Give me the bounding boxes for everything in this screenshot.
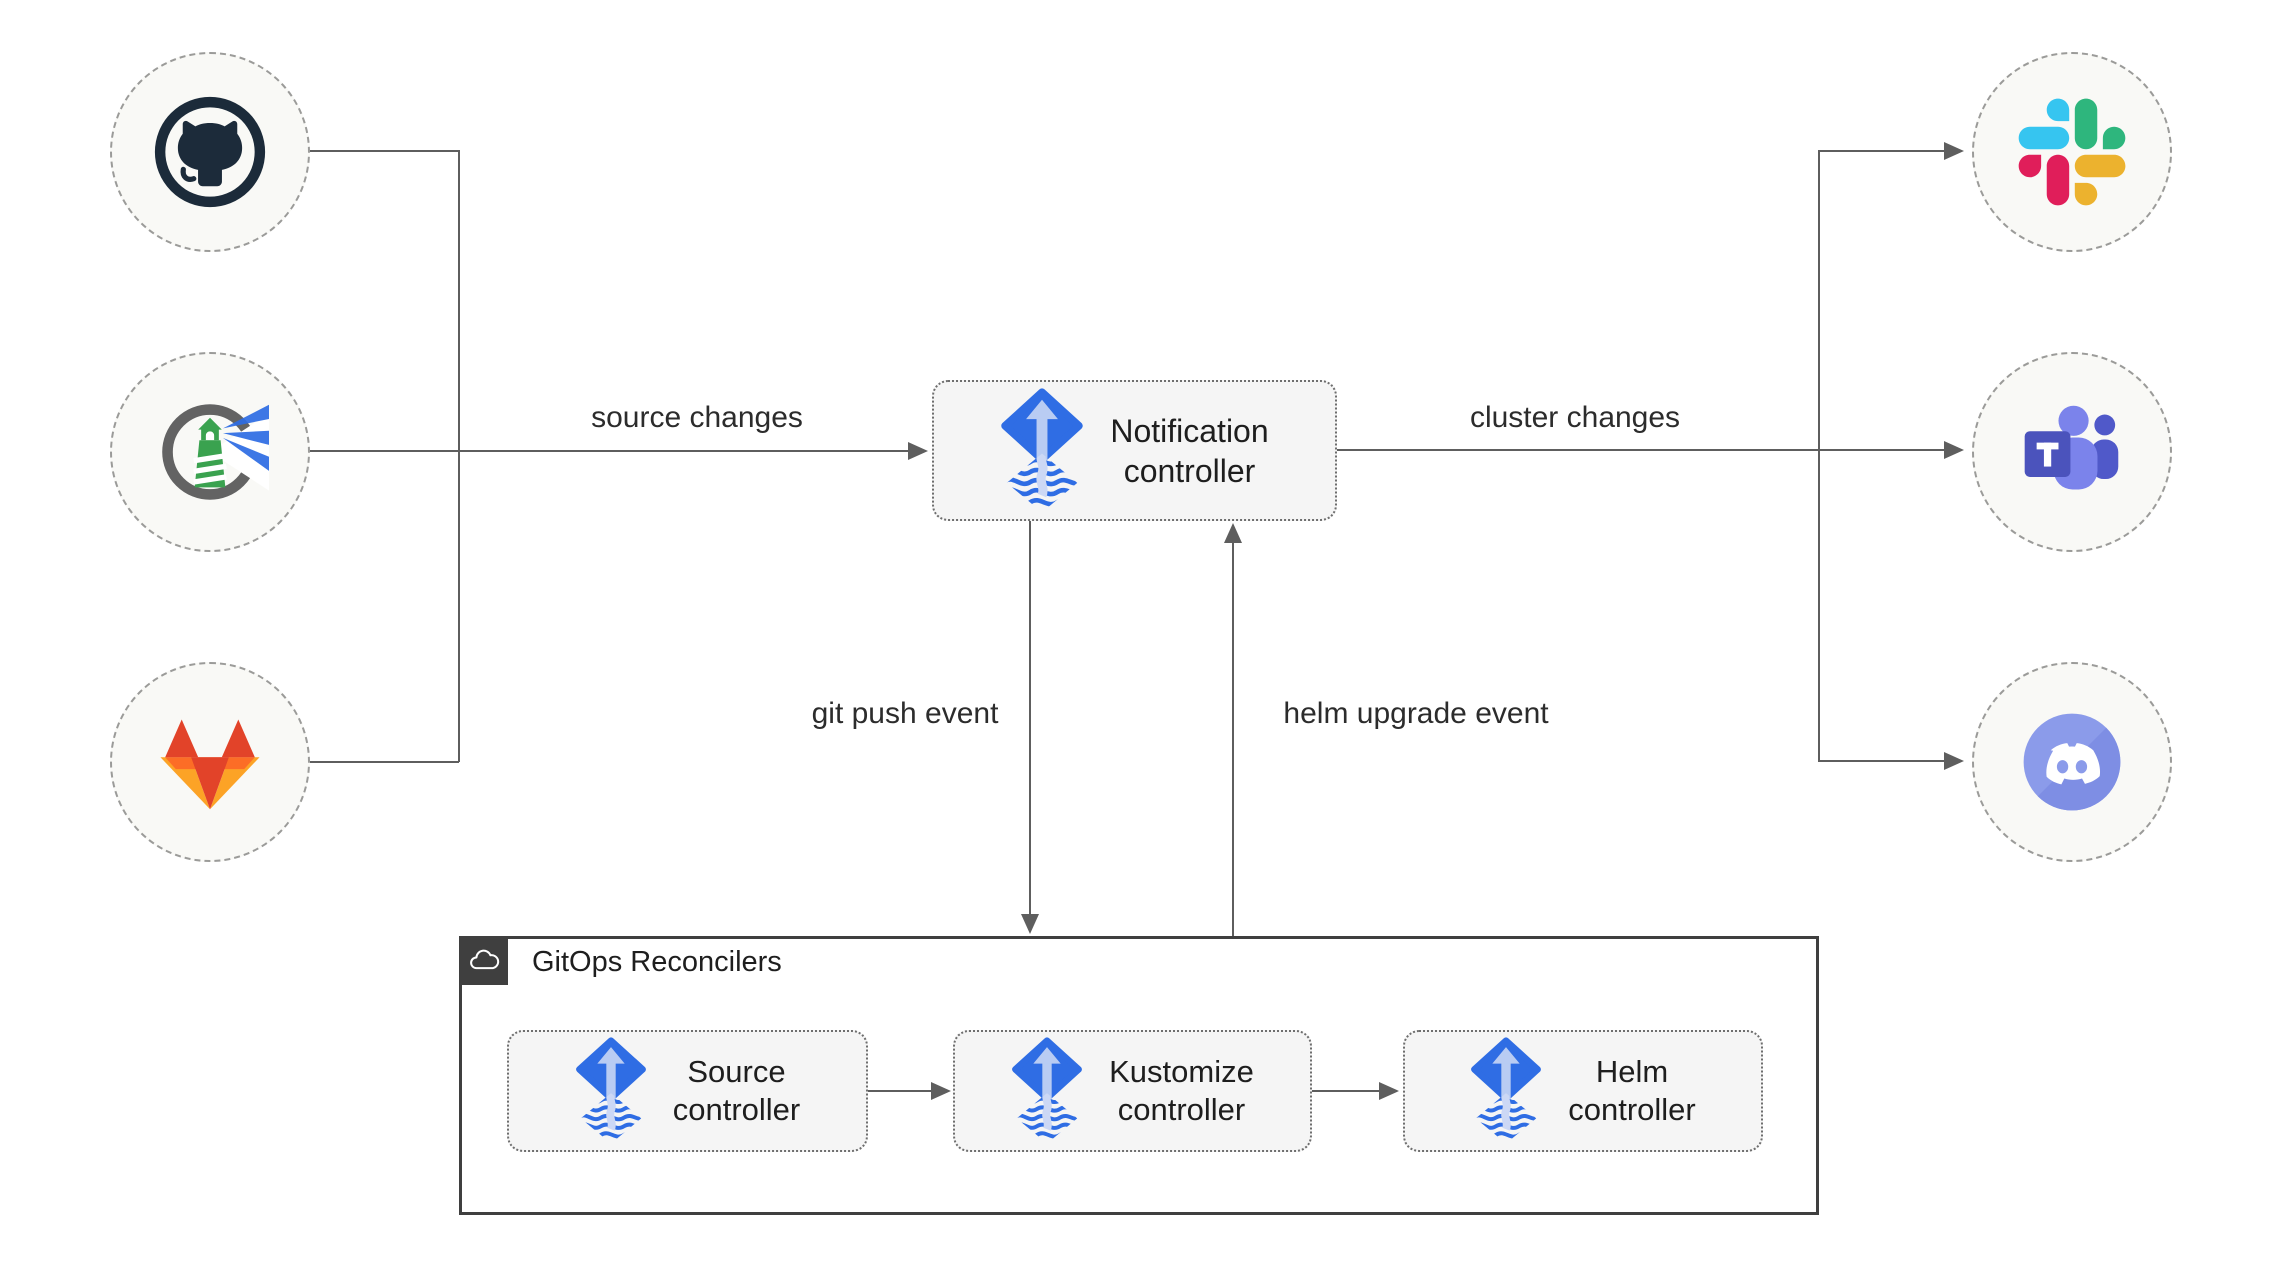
edge-label-source-changes: source changes xyxy=(585,400,809,436)
flux-icon xyxy=(1470,1037,1542,1145)
edge-helm-upgrade xyxy=(1232,543,1234,936)
label-line2: controller xyxy=(672,1092,801,1127)
label-line1: Kustomize xyxy=(1109,1054,1254,1089)
label-line2: controller xyxy=(1123,452,1256,489)
node-github xyxy=(110,52,310,252)
edge-left-bus xyxy=(458,150,460,762)
edge-cluster-changes xyxy=(1337,449,1819,451)
label-line1: Source xyxy=(687,1054,786,1089)
edge-gitlab-bus xyxy=(310,761,459,763)
arrowhead-into-teams xyxy=(1944,441,1964,459)
edge-label-git-push-event: git push event xyxy=(805,696,1005,732)
edge-to-teams xyxy=(1819,449,1946,451)
node-harbor xyxy=(110,352,310,552)
discord-icon xyxy=(2023,713,2121,811)
gitlab-icon xyxy=(160,719,260,810)
node-slack xyxy=(1972,52,2172,252)
group-badge xyxy=(459,936,508,985)
notification-controller-node: Notification controller xyxy=(932,380,1337,521)
arrowhead-into-discord xyxy=(1944,752,1964,770)
arrowhead-into-notification-bottom xyxy=(1224,523,1242,543)
helm-controller-label: Helm controller xyxy=(1568,1053,1696,1129)
harbor-icon xyxy=(162,404,269,500)
flux-icon xyxy=(1011,1037,1083,1145)
notification-controller-label: Notification controller xyxy=(1110,411,1268,491)
node-microsoft-teams xyxy=(1972,352,2172,552)
label-line2: controller xyxy=(1117,1092,1246,1127)
helm-controller-node: Helm controller xyxy=(1403,1030,1763,1152)
node-discord xyxy=(1972,662,2172,862)
edge-to-discord xyxy=(1819,760,1946,762)
edge-git-push xyxy=(1029,521,1031,916)
edge-right-bus xyxy=(1818,150,1820,762)
microsoft-teams-icon xyxy=(2024,405,2119,490)
source-controller-label: Source controller xyxy=(673,1053,801,1129)
source-controller-node: Source controller xyxy=(507,1030,868,1152)
arrowhead-into-helm xyxy=(1379,1082,1399,1100)
node-gitlab xyxy=(110,662,310,862)
github-icon xyxy=(154,96,266,208)
arrowhead-into-notification xyxy=(908,442,928,460)
edge-source-to-kustomize xyxy=(868,1090,933,1092)
slack-icon xyxy=(2018,98,2126,206)
label-line1: Helm xyxy=(1595,1054,1669,1089)
kustomize-controller-node: Kustomize controller xyxy=(953,1030,1312,1152)
label-line1: Notification xyxy=(1110,412,1269,449)
kustomize-controller-label: Kustomize controller xyxy=(1109,1053,1254,1129)
arrowhead-into-slack xyxy=(1944,142,1964,160)
edge-github-bus xyxy=(310,150,459,152)
edge-label-helm-upgrade-event: helm upgrade event xyxy=(1277,696,1555,732)
arrowhead-into-kustomize xyxy=(931,1082,951,1100)
edge-source-changes xyxy=(310,450,910,452)
edge-label-cluster-changes: cluster changes xyxy=(1463,400,1687,436)
group-label: GitOps Reconcilers xyxy=(532,946,782,978)
edge-kustomize-to-helm xyxy=(1312,1090,1381,1092)
edge-to-slack xyxy=(1819,150,1946,152)
label-line2: controller xyxy=(1568,1092,1696,1127)
flux-icon xyxy=(575,1037,647,1145)
cloud-icon xyxy=(469,949,499,970)
arrowhead-into-reconcilers xyxy=(1021,914,1039,934)
flux-icon xyxy=(1000,388,1084,514)
